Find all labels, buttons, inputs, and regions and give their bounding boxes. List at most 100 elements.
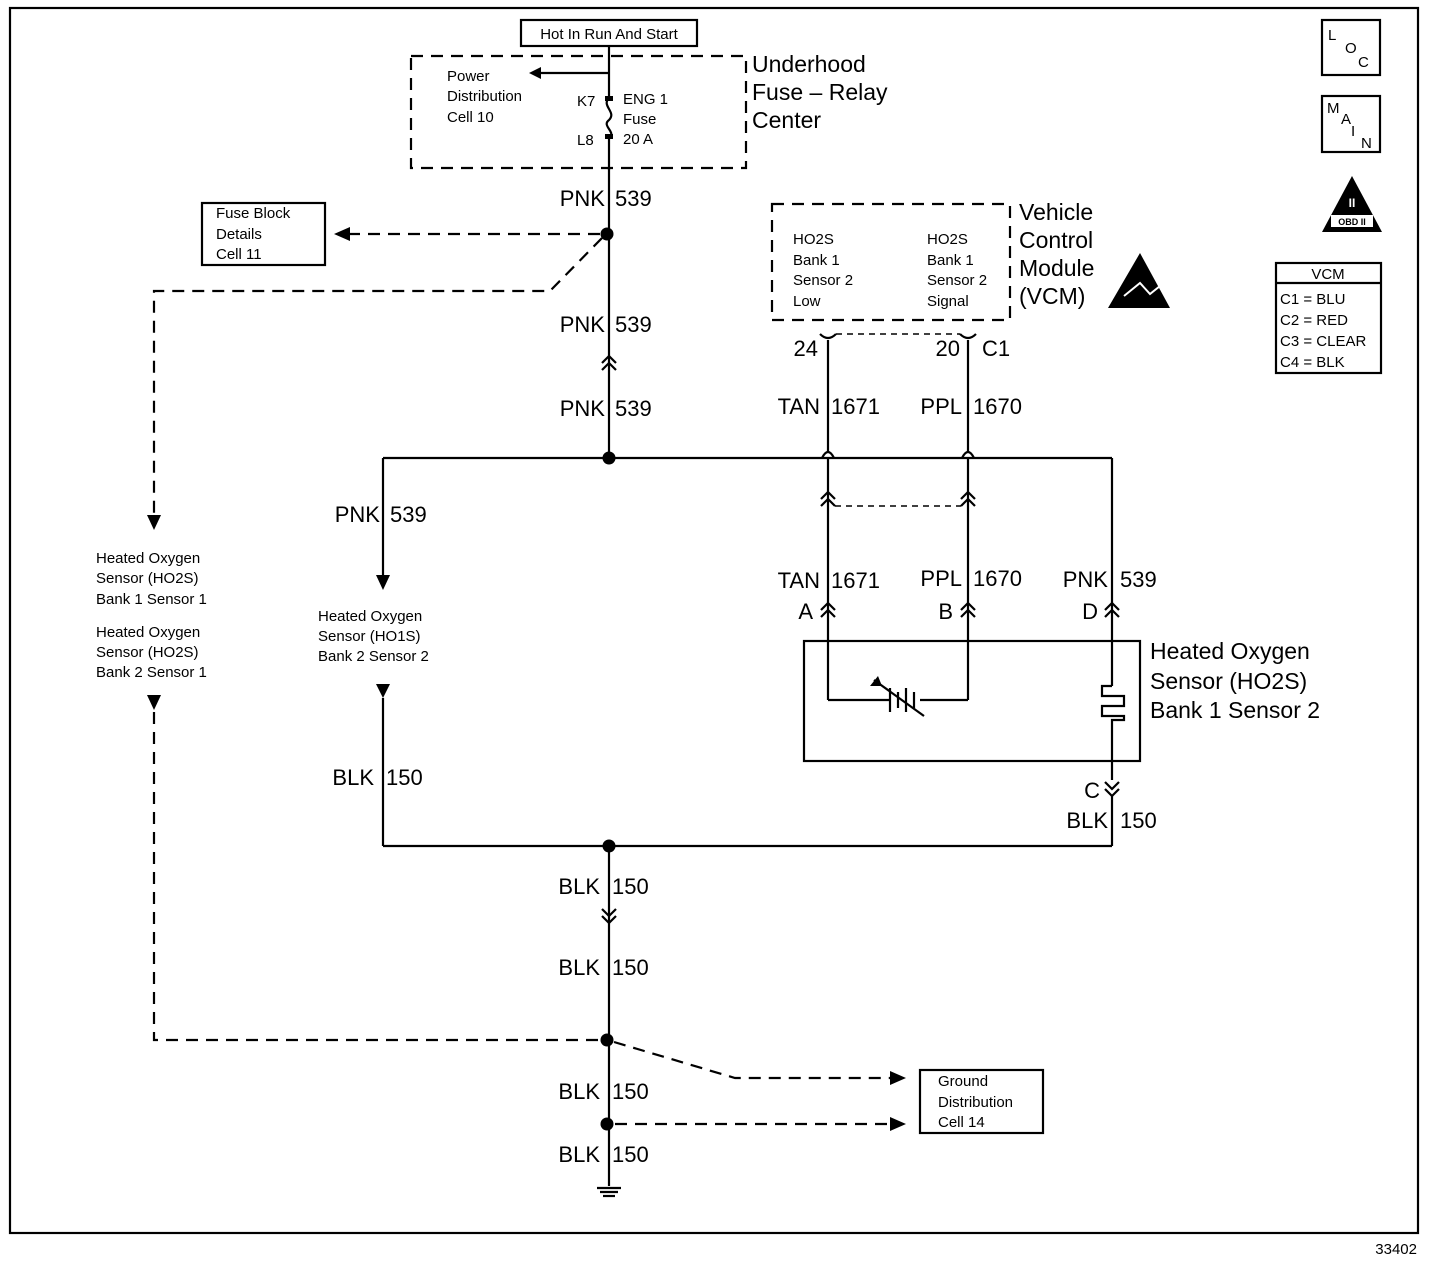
- svg-text:Bank 1: Bank 1: [927, 252, 974, 269]
- svg-text:O: O: [1345, 40, 1357, 57]
- svg-text:Sensor (HO2S): Sensor (HO2S): [96, 570, 199, 587]
- svg-text:BLK: BLK: [558, 1079, 600, 1104]
- svg-text:150: 150: [612, 1142, 649, 1167]
- splice-blk-ground: [600, 1117, 614, 1131]
- svg-text:C: C: [1358, 54, 1369, 71]
- svg-text:PNK: PNK: [335, 502, 381, 527]
- hot-in-run-label: Hot In Run And Start: [519, 18, 699, 48]
- svg-text:BLK: BLK: [1066, 808, 1108, 833]
- wire-label-pnk-4: PNK 539: [335, 502, 427, 527]
- ppl-wire-crossover: [961, 450, 975, 459]
- svg-text:Heated Oxygen: Heated Oxygen: [96, 624, 200, 641]
- svg-text:C2 = RED: C2 = RED: [1280, 312, 1348, 329]
- svg-text:Fuse Block: Fuse Block: [216, 205, 291, 222]
- dashed-feed-to-front-sensors: [147, 237, 603, 530]
- svg-text:Bank 1 Sensor 1: Bank 1 Sensor 1: [96, 591, 207, 608]
- svg-text:Bank 1 Sensor 2: Bank 1 Sensor 2: [1150, 697, 1320, 723]
- svg-text:BLK: BLK: [558, 874, 600, 899]
- svg-text:D: D: [1082, 599, 1098, 624]
- svg-text:PPL: PPL: [920, 566, 962, 591]
- main-icon: M A I N: [1320, 94, 1382, 154]
- sensor-pin-c: C: [1084, 778, 1120, 846]
- svg-text:C3 = CLEAR: C3 = CLEAR: [1280, 333, 1366, 350]
- connector-pnk-inline: [601, 354, 617, 371]
- svg-text:OBD II: OBD II: [1338, 217, 1366, 227]
- svg-text:Hot In Run And Start: Hot In Run And Start: [540, 26, 678, 43]
- wire-label-blk-5: BLK 150: [558, 1079, 648, 1104]
- ground-distribution-ref: Ground Distribution Cell 14: [613, 1040, 1045, 1135]
- wire-label-blk-1: BLK 150: [332, 765, 422, 790]
- svg-text:A: A: [798, 599, 813, 624]
- wire-label-ppl-1: PPL 1670: [920, 394, 1022, 419]
- eng1-fuse: K7 L8 ENG 1 Fuse 20 A: [577, 46, 668, 170]
- svg-text:150: 150: [612, 1079, 649, 1104]
- svg-text:HO2S: HO2S: [793, 231, 834, 248]
- svg-text:VCM: VCM: [1311, 266, 1344, 283]
- svg-text:TAN: TAN: [778, 568, 820, 593]
- svg-text:150: 150: [1120, 808, 1157, 833]
- svg-text:B: B: [938, 599, 953, 624]
- wire-label-pnk-2: PNK 539: [560, 312, 652, 337]
- svg-text:Bank 1: Bank 1: [793, 252, 840, 269]
- svg-text:L8: L8: [577, 132, 594, 149]
- wire-label-pnk-3: PNK 539: [560, 396, 652, 421]
- svg-text:20 A: 20 A: [623, 131, 653, 148]
- svg-text:Bank 2 Sensor 2: Bank 2 Sensor 2: [318, 648, 429, 665]
- svg-text:N: N: [1361, 135, 1372, 152]
- svg-text:Control: Control: [1019, 227, 1093, 253]
- obd2-icon: II OBD II: [1322, 176, 1382, 232]
- svg-text:C1 = BLU: C1 = BLU: [1280, 291, 1345, 308]
- wire-label-tan-2: TAN 1671: [778, 568, 880, 593]
- svg-text:Sensor (HO2S): Sensor (HO2S): [96, 644, 199, 661]
- svg-text:PPL: PPL: [920, 394, 962, 419]
- svg-text:Heated Oxygen: Heated Oxygen: [318, 608, 422, 625]
- svg-text:C: C: [1084, 778, 1100, 803]
- svg-text:Sensor 2: Sensor 2: [927, 272, 987, 289]
- svg-text:Cell 10: Cell 10: [447, 109, 494, 126]
- svg-text:C4 = BLK: C4 = BLK: [1280, 354, 1345, 371]
- diagram-frame: [8, 6, 1420, 1235]
- svg-text:Vehicle: Vehicle: [1019, 199, 1093, 225]
- svg-text:1670: 1670: [973, 394, 1022, 419]
- figure-id: 33402: [1375, 1241, 1417, 1258]
- wire-label-blk-3: BLK 150: [558, 874, 648, 899]
- sensor-connector-pins: A B D: [798, 599, 1120, 624]
- svg-text:Sensor (HO1S): Sensor (HO1S): [318, 628, 421, 645]
- svg-text:Details: Details: [216, 226, 262, 243]
- svg-text:150: 150: [612, 874, 649, 899]
- connector-blk-inline: [601, 908, 617, 925]
- wire-label-blk-2: BLK 150: [1066, 808, 1156, 833]
- esd-icon: [1108, 253, 1170, 308]
- svg-text:Signal: Signal: [927, 293, 969, 310]
- sensor-element-symbol: [828, 676, 968, 717]
- svg-text:Sensor (HO2S): Sensor (HO2S): [1150, 668, 1307, 694]
- svg-text:Cell 14: Cell 14: [938, 1114, 985, 1131]
- connector-signal-inline: [820, 490, 976, 507]
- wire-label-pnk-5: PNK 539: [1063, 567, 1157, 592]
- wire-label-ppl-2: PPL 1670: [920, 566, 1022, 591]
- svg-text:539: 539: [1120, 567, 1157, 592]
- svg-text:539: 539: [615, 312, 652, 337]
- svg-text:24: 24: [794, 336, 818, 361]
- svg-text:150: 150: [612, 955, 649, 980]
- svg-text:A: A: [1341, 111, 1351, 128]
- vcm-connector-legend: VCM C1 = BLU C2 = RED C3 = CLEAR C4 = BL…: [1274, 261, 1383, 375]
- ho2s-bank2-sensor1-ref: Heated Oxygen Sensor (HO2S) Bank 2 Senso…: [96, 624, 207, 681]
- ground-icon: [597, 1186, 621, 1198]
- svg-text:539: 539: [390, 502, 427, 527]
- splice-blk-lower: [600, 1033, 614, 1047]
- svg-text:Power: Power: [447, 68, 490, 85]
- svg-text:1671: 1671: [831, 568, 880, 593]
- vcm-pin20-function: HO2S Bank 1 Sensor 2 Signal: [927, 231, 987, 310]
- wire-label-tan-1: TAN 1671: [778, 394, 880, 419]
- vcm-connector-c1: 24 20 C1: [794, 333, 1010, 361]
- svg-text:Low: Low: [793, 293, 821, 310]
- svg-text:L: L: [1328, 27, 1336, 44]
- svg-text:K7: K7: [577, 93, 595, 110]
- svg-text:BLK: BLK: [558, 1142, 600, 1167]
- svg-text:1670: 1670: [973, 566, 1022, 591]
- svg-text:PNK: PNK: [560, 396, 606, 421]
- fuse-block-details-ref: Fuse Block Details Cell 11: [200, 201, 600, 267]
- svg-text:HO2S: HO2S: [927, 231, 968, 248]
